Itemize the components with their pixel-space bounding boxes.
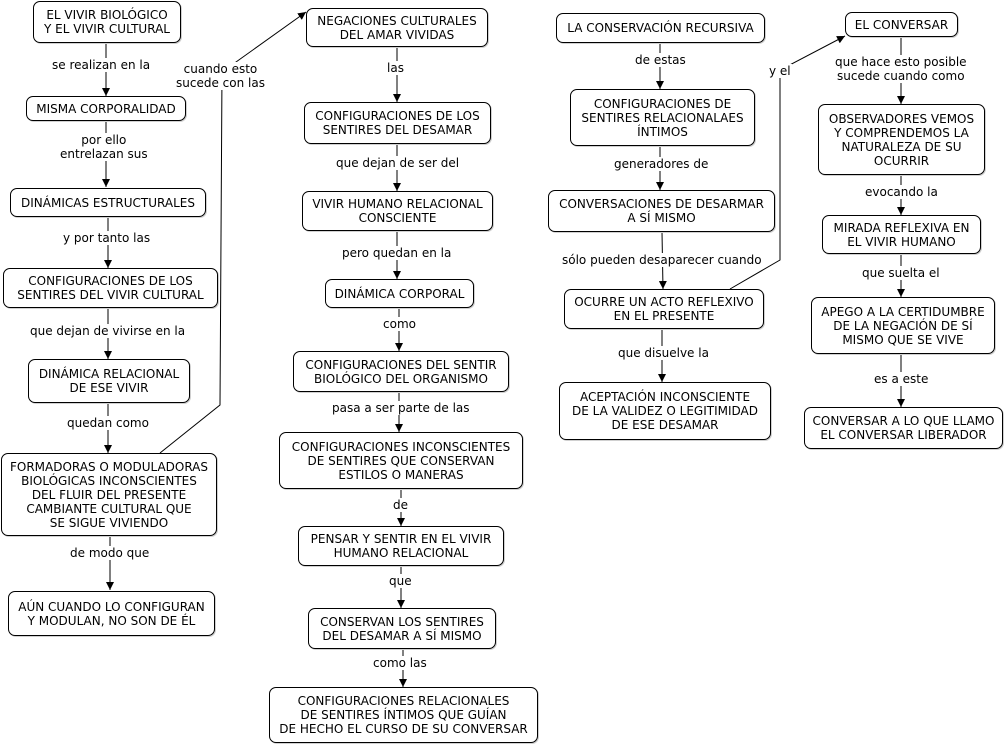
link-label: que hace esto posible sucede cuando como xyxy=(834,55,968,83)
link-label: es a este xyxy=(873,372,930,386)
link-label: por ello entrelazan sus xyxy=(59,133,149,161)
concept-node[interactable]: CONFIGURACIONES DE SENTIRES RELACIONALAE… xyxy=(570,89,755,146)
concept-node[interactable]: DINÁMICAS ESTRUCTURALES xyxy=(10,188,206,217)
edge-n20-n22 xyxy=(729,35,846,290)
link-label: evocando la xyxy=(864,185,939,199)
concept-node[interactable]: CONVERSAR A LO QUE LLAMO EL CONVERSAR LI… xyxy=(804,407,1003,449)
link-label: las xyxy=(386,61,405,75)
concept-node[interactable]: PENSAR Y SENTIR EN EL VIVIR HUMANO RELAC… xyxy=(298,526,504,566)
concept-node[interactable]: VIVIR HUMANO RELACIONAL CONSCIENTE xyxy=(302,191,493,231)
concept-node[interactable]: LA CONSERVACIÓN RECURSIVA xyxy=(556,13,765,43)
concept-node[interactable]: CONFIGURACIONES DE LOS SENTIRES DEL VIVI… xyxy=(3,268,218,308)
concept-node[interactable]: DINÁMICA RELACIONAL DE ESE VIVIR xyxy=(28,359,190,403)
link-label: quedan como xyxy=(66,416,150,430)
link-label: de xyxy=(392,498,409,512)
concept-node[interactable]: CONFIGURACIONES DE LOS SENTIRES DEL DESA… xyxy=(304,102,491,144)
link-label: que dejan de vivirse en la xyxy=(29,324,187,338)
link-label: como xyxy=(382,317,417,331)
link-label: que dejan de ser del xyxy=(335,156,461,170)
concept-node[interactable]: CONVERSACIONES DE DESARMAR A SÍ MISMO xyxy=(548,190,775,232)
concept-node[interactable]: MISMA CORPORALIDAD xyxy=(26,96,186,121)
concept-node[interactable]: NEGACIONES CULTURALES DEL AMAR VIVIDAS xyxy=(306,8,488,47)
concept-node[interactable]: FORMADORAS O MODULADORAS BIOLÓGICAS INCO… xyxy=(1,453,217,536)
concept-node[interactable]: CONFIGURACIONES INCONSCIENTES DE SENTIRE… xyxy=(279,432,523,489)
concept-node[interactable]: MIRADA REFLEXIVA EN EL VIVIR HUMANO xyxy=(822,215,981,254)
link-label: sólo pueden desaparecer cuando xyxy=(561,253,763,267)
link-label: pasa a ser parte de las xyxy=(331,401,471,415)
link-label: y por tanto las xyxy=(62,231,152,245)
link-label: cuando esto sucede con las xyxy=(175,62,266,90)
edge-n6-n8 xyxy=(159,11,307,454)
concept-node[interactable]: CONSERVAN LOS SENTIRES DEL DESAMAR A SÍ … xyxy=(308,608,496,649)
concept-node[interactable]: DINÁMICA CORPORAL xyxy=(325,279,474,308)
link-label: de modo que xyxy=(69,546,151,560)
concept-node[interactable]: CONFIGURACIONES DEL SENTIR BIOLÓGICO DEL… xyxy=(293,351,509,392)
concept-node[interactable]: OBSERVADORES VEMOS Y COMPRENDEMOS LA NAT… xyxy=(818,104,985,175)
link-label: que xyxy=(388,574,413,588)
concept-node[interactable]: ACEPTACIÓN INCONSCIENTE DE LA VALIDEZ O … xyxy=(559,382,771,440)
concept-node[interactable]: EL CONVERSAR xyxy=(845,12,958,37)
concept-node[interactable]: EL VIVIR BIOLÓGICO Y EL VIVIR CULTURAL xyxy=(33,1,181,43)
link-label: y el xyxy=(768,64,792,78)
link-label: generadores de xyxy=(613,157,710,171)
link-label: que suelta el xyxy=(861,266,941,280)
link-label: que disuelve la xyxy=(617,346,710,360)
concept-node[interactable]: AÚN CUANDO LO CONFIGURAN Y MODULAN, NO S… xyxy=(8,591,215,636)
concept-node[interactable]: OCURRE UN ACTO REFLEXIVO EN EL PRESENTE xyxy=(564,289,764,329)
link-label: pero quedan en la xyxy=(341,246,453,260)
link-label: se realizan en la xyxy=(51,58,152,72)
concept-node[interactable]: APEGO A LA CERTIDUMBRE DE LA NEGACIÓN DE… xyxy=(811,297,995,354)
concept-node[interactable]: CONFIGURACIONES RELACIONALES DE SENTIRES… xyxy=(269,687,538,743)
link-label: de estas xyxy=(634,53,687,67)
link-label: como las xyxy=(372,656,428,670)
